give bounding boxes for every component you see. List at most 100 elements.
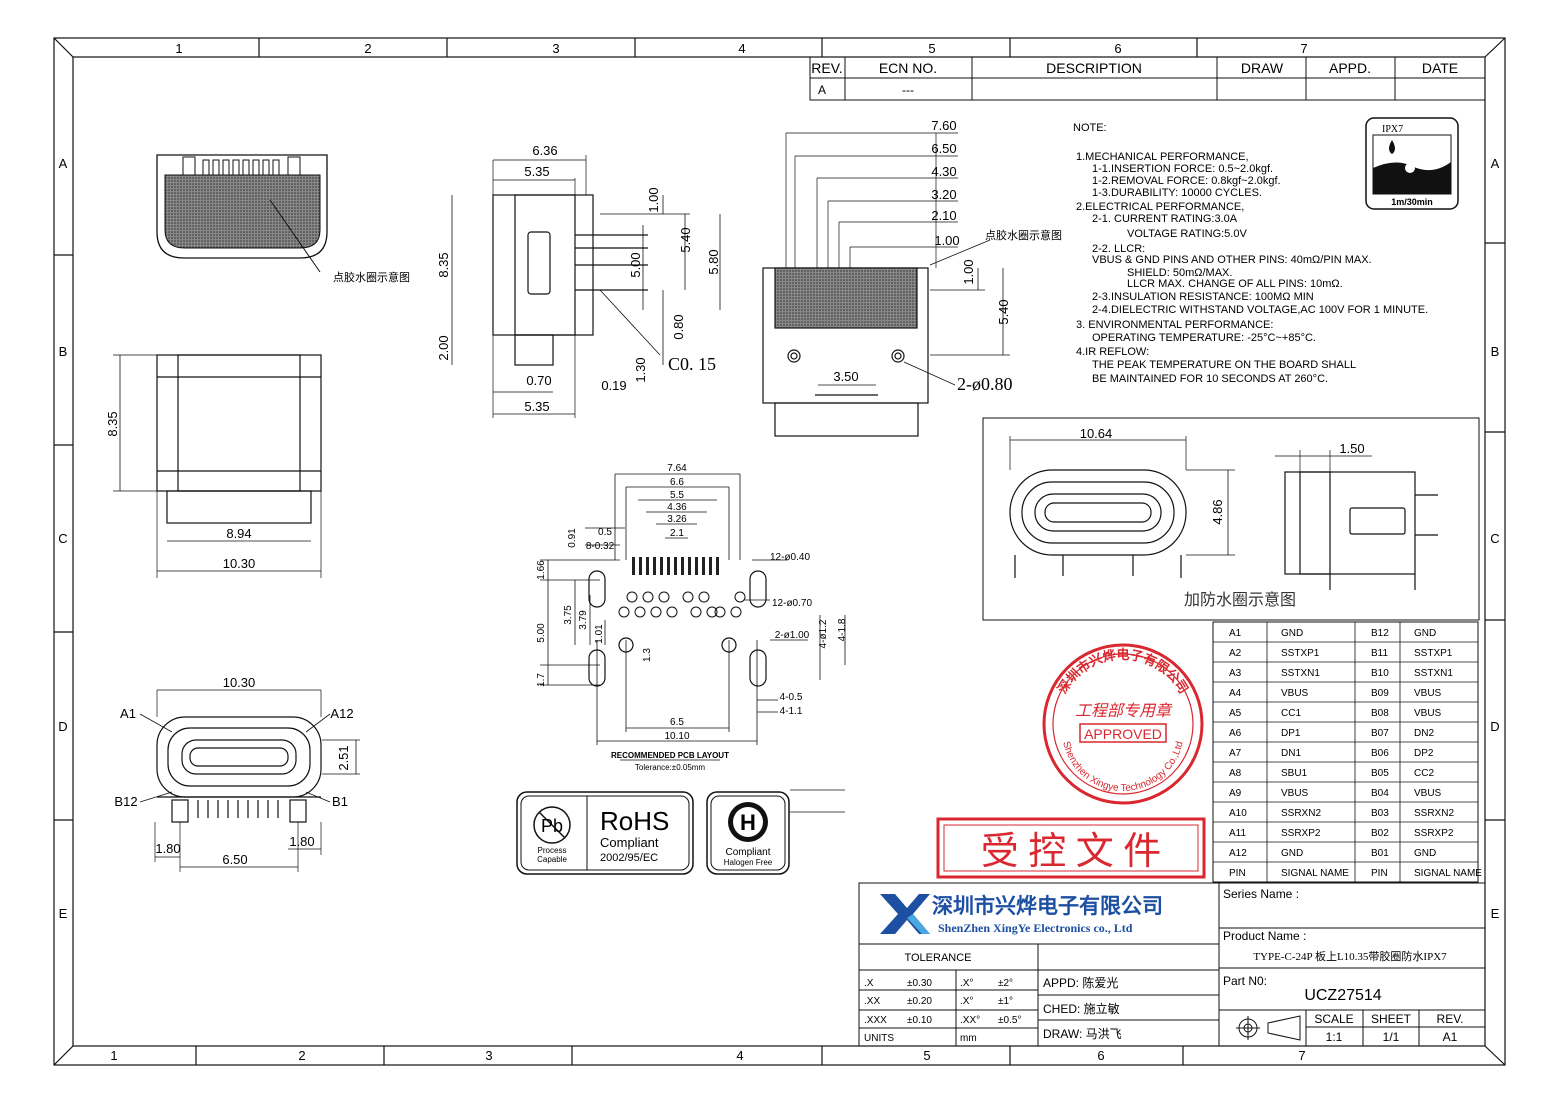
pin-table-cell: PIN	[1229, 868, 1246, 879]
bot-col-7: 7	[1298, 1048, 1305, 1063]
pb-caption-1: Process	[538, 846, 567, 855]
front-bottom-dim-650: 6.50	[222, 852, 247, 867]
pin-table-cell: VBUS	[1414, 788, 1442, 799]
pcb-dim-379: 3.79	[578, 610, 589, 630]
pin-table-cell: A6	[1229, 728, 1242, 739]
row-c-left: C	[58, 531, 67, 546]
product-value: TYPE-C-24P 板上L10.35带胶圈防水IPX7	[1253, 949, 1447, 963]
pin-table-cell: SSRXP2	[1414, 828, 1454, 839]
ecn-value: ---	[902, 83, 914, 97]
pin-table-cell: GND	[1414, 848, 1436, 859]
top-col-2: 2	[364, 41, 371, 56]
frame-labels: 1 2 3 4 5 6 7 1 2 3 4 5 6 7 A B C D E A …	[58, 41, 1499, 1063]
pcb-dim-65: 6.5	[670, 717, 684, 728]
pin-table-cell: A3	[1229, 668, 1242, 679]
pin-table-cell: B10	[1371, 668, 1389, 679]
pcb-dim-500: 5.00	[536, 623, 547, 643]
pcb-dim-091: 0.91	[567, 528, 578, 548]
front-bottom-dim-1030: 10.30	[223, 675, 256, 690]
pin-table-cell: B05	[1371, 768, 1389, 779]
side-dim-636: 6.36	[532, 143, 557, 158]
pcb-tolerance: Tolerance:±0.05mm	[635, 763, 706, 772]
pcb-dim-375: 3.75	[563, 605, 574, 625]
pin-table-cell: CC2	[1414, 768, 1434, 779]
tol-cell: .XX	[864, 996, 880, 1007]
pin-table-cell: B08	[1371, 708, 1389, 719]
pin-table-cell: GND	[1414, 628, 1436, 639]
tol-cell: ±1°	[998, 996, 1013, 1007]
seal-caption: 加防水圈示意图	[1184, 590, 1296, 609]
pin-table-cell: SSRXN2	[1281, 808, 1321, 819]
front-note: 点胶水圈示意图	[985, 228, 1062, 242]
notes-block: NOTE: 1.MECHANICAL PERFORMANCE, 1-1.INSE…	[1073, 122, 1428, 385]
top-col-5: 5	[928, 41, 935, 56]
seal-dim-486: 4.86	[1210, 499, 1225, 524]
revision-table: REV. ECN NO. DESCRIPTION DRAW APPD. DATE…	[809, 56, 1486, 101]
front-view	[762, 132, 1010, 437]
svg-text:Shenzhen Xingye Technology Co.: Shenzhen Xingye Technology Co.,Ltd	[1060, 740, 1186, 794]
note-line: 2-3.INSULATION RESISTANCE: 100MΩ MIN	[1092, 291, 1314, 303]
row-b-left: B	[59, 344, 68, 359]
front-bottom-dim-180b: 1.80	[289, 834, 314, 849]
slot-holes	[588, 570, 767, 687]
appd-field: APPD: 陈爱光	[1043, 975, 1118, 990]
pin-table-cell: DP1	[1281, 728, 1301, 739]
part-label: Part N0:	[1223, 974, 1267, 988]
tol-cell: ±0.10	[907, 1015, 932, 1026]
sheet-label: SHEET	[1371, 1012, 1412, 1026]
bot-col-3: 3	[485, 1048, 492, 1063]
pin-table-cell: A1	[1229, 628, 1242, 639]
row-e-left: E	[59, 906, 68, 921]
pin-table-cell: VBUS	[1414, 688, 1442, 699]
row-a-right: A	[1491, 156, 1500, 171]
rev-value: A1	[1443, 1030, 1458, 1044]
front-dim-650: 6.50	[931, 141, 956, 156]
pin-table-cell: B01	[1371, 848, 1389, 859]
side-dim-130: 1.30	[633, 357, 648, 382]
note-line: SHIELD: 50mΩ/MAX.	[1127, 267, 1232, 279]
pcb-dim-21: 2.1	[670, 528, 684, 539]
pcb-dim-4-05: 4-0.5	[780, 692, 803, 703]
ipx-label: IPX7	[1382, 124, 1403, 135]
note-line: 2-4.DIELECTRIC WITHSTAND VOLTAGE,AC 100V…	[1092, 304, 1428, 316]
rohs-line2: 2002/95/EC	[600, 852, 658, 864]
note-line: 1-2.REMOVAL FORCE: 0.8kgf~2.0kgf.	[1092, 175, 1281, 187]
pin-table-cell: SSTXP1	[1281, 648, 1320, 659]
halogen-line2: Halogen Free	[724, 858, 773, 867]
controlled-text: 受 控 文 件	[981, 831, 1162, 873]
pin-table-cell: DN2	[1414, 728, 1434, 739]
top-col-7: 7	[1300, 41, 1307, 56]
seal-detail: 10.64 4.86 1.50 加防水圈示意图	[982, 417, 1480, 621]
halogen-line1: Compliant	[725, 847, 770, 858]
rev-value: A	[818, 83, 826, 97]
label-b12: B12	[114, 794, 137, 809]
pcb-dim-12-040: 12-ø0.40	[770, 552, 810, 563]
row-e-right: E	[1491, 906, 1500, 921]
rohs-line1: Compliant	[600, 835, 659, 850]
label-a1: A1	[120, 706, 136, 721]
row-c-right: C	[1490, 531, 1499, 546]
front-bottom-dim-180a: 1.80	[155, 841, 180, 856]
rev-header: REV.	[811, 60, 842, 76]
smd-pads	[632, 557, 719, 575]
side-dim-080: 0.80	[671, 314, 686, 339]
front-dim-350: 3.50	[833, 369, 858, 384]
top-col-6: 6	[1114, 41, 1121, 56]
front-holes: 2-ø0.80	[957, 374, 1013, 394]
note-line: 2-2. LLCR:	[1092, 243, 1145, 255]
pb-caption-2: Capable	[537, 855, 567, 864]
tolerance-label: TOLERANCE	[904, 952, 971, 964]
svg-text:H: H	[740, 810, 756, 835]
halogen-free-badge: H Compliant Halogen Free	[706, 789, 845, 875]
tol-cell: .X°	[960, 996, 973, 1007]
pcb-title: RECOMMENDED PCB LAYOUT	[611, 751, 729, 760]
note-line: 2-1. CURRENT RATING:3.0A	[1092, 213, 1238, 225]
scale-value: 1:1	[1326, 1030, 1343, 1044]
pcb-dim-436: 4.36	[667, 502, 687, 513]
top-col-4: 4	[738, 41, 745, 56]
projection-symbol-icon	[1236, 1015, 1301, 1041]
pin-table-cell: SBU1	[1281, 768, 1308, 779]
pcb-dim-4-12: 4-ø1.2	[818, 619, 829, 648]
side-dim-535: 5.35	[524, 164, 549, 179]
